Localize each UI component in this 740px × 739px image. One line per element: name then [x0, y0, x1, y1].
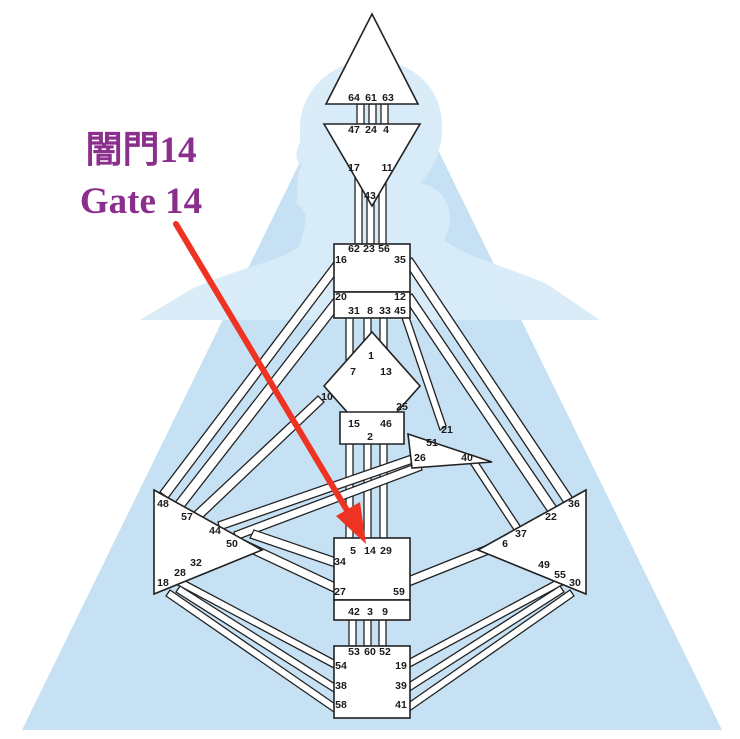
gate-43: 43 — [364, 190, 376, 202]
gate-60: 60 — [364, 646, 376, 658]
gate-48: 48 — [157, 498, 169, 510]
gate-8: 8 — [367, 305, 373, 317]
gate-29: 29 — [380, 545, 392, 557]
callout-arrow — [173, 221, 366, 544]
throat-center[interactable] — [333, 243, 411, 293]
gate-11: 11 — [381, 162, 392, 174]
gate-36: 36 — [568, 498, 580, 510]
gate-47: 47 — [348, 124, 360, 136]
gate-37: 37 — [515, 528, 527, 540]
gate-55: 55 — [554, 569, 566, 581]
gate-39: 39 — [395, 680, 407, 692]
gate-20: 20 — [335, 291, 347, 303]
gate-59: 59 — [393, 586, 405, 598]
gate-26: 26 — [414, 452, 426, 464]
callout-title-english: Gate 14 — [79, 181, 203, 222]
gate-16: 16 — [335, 254, 347, 266]
gate-6: 6 — [502, 538, 508, 550]
gate-1: 1 — [368, 350, 374, 362]
gate-28: 28 — [174, 567, 186, 579]
gate-38: 38 — [335, 680, 347, 692]
gate-21: 21 — [441, 424, 453, 436]
gate-17: 17 — [348, 162, 360, 174]
gate-4: 4 — [383, 124, 389, 136]
throat-lower — [333, 291, 411, 319]
gate-25: 25 — [396, 401, 408, 413]
gate-49: 49 — [538, 559, 550, 571]
gate-labels: 64 61 63 47 24 4 17 11 43 62 23 56 16 35… — [157, 92, 581, 711]
gate-63: 63 — [382, 92, 394, 104]
gate-15: 15 — [348, 418, 360, 430]
gate-12: 12 — [394, 291, 406, 303]
gate-58: 58 — [335, 699, 347, 711]
gate-34: 34 — [334, 556, 346, 568]
gate-18: 18 — [157, 577, 169, 589]
arrow-head — [336, 502, 366, 544]
gate-24: 24 — [365, 124, 377, 136]
gate-62: 62 — [348, 243, 360, 255]
gate-42: 42 — [348, 606, 360, 618]
gate-45: 45 — [394, 305, 406, 317]
gate-46: 46 — [380, 418, 392, 430]
gate-5: 5 — [350, 545, 356, 557]
gate-35: 35 — [394, 254, 406, 266]
gate-54: 54 — [335, 660, 347, 672]
gate-22: 22 — [545, 511, 557, 523]
gate-31: 31 — [348, 305, 360, 317]
channels — [159, 103, 575, 713]
gate-40: 40 — [461, 452, 473, 464]
callout-title-chinese: 闇門14 — [85, 130, 197, 171]
gate-23: 23 — [363, 243, 375, 255]
gate-53: 53 — [348, 646, 360, 658]
gate-7: 7 — [350, 366, 356, 378]
gate-2: 2 — [367, 431, 373, 443]
sacral-lower — [333, 599, 411, 621]
spleen-center[interactable] — [153, 488, 264, 596]
gate-50: 50 — [226, 538, 238, 550]
gate-30: 30 — [569, 577, 581, 589]
gate-13: 13 — [380, 366, 392, 378]
gate-44: 44 — [209, 525, 221, 537]
gate-33: 33 — [379, 305, 391, 317]
gate-3: 3 — [367, 606, 373, 618]
gate-9: 9 — [382, 606, 388, 618]
head-center[interactable] — [324, 12, 420, 105]
gate-57: 57 — [181, 511, 193, 523]
ego-center[interactable] — [407, 432, 493, 469]
gate-19: 19 — [395, 660, 407, 672]
ajna-center[interactable] — [322, 123, 422, 208]
gate-56: 56 — [378, 243, 390, 255]
gate-32: 32 — [190, 557, 202, 569]
g-center-lower — [339, 411, 405, 445]
gate-10: 10 — [321, 391, 333, 403]
gate-64: 64 — [348, 92, 360, 104]
gate-61: 61 — [365, 92, 377, 104]
root-center[interactable] — [333, 645, 411, 719]
solar-plexus-center[interactable] — [476, 488, 587, 596]
gate-52: 52 — [379, 646, 391, 658]
gate-27: 27 — [334, 586, 346, 598]
gate-14: 14 — [364, 545, 376, 557]
gate-41: 41 — [395, 699, 407, 711]
gate-51: 51 — [426, 437, 438, 449]
